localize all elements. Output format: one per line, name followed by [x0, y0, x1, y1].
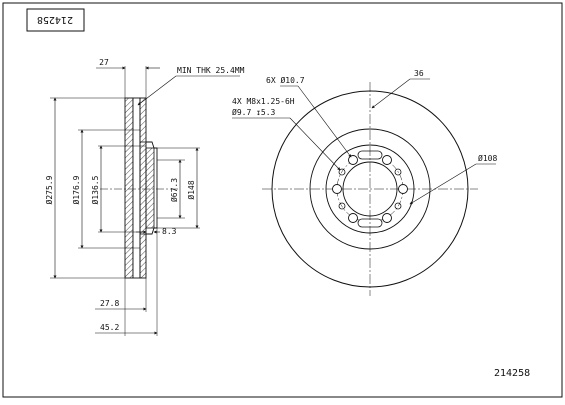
threaded-hole [394, 168, 402, 176]
hub-wall [145, 147, 155, 229]
label-d148: Ø148 [186, 180, 196, 199]
stud-hole [382, 155, 392, 165]
label-27-8: 27.8 [100, 299, 119, 308]
label-d136: Ø136.5 [90, 175, 100, 204]
stud-hole [348, 155, 358, 165]
label-d67: Ø67.3 [169, 178, 179, 202]
label-d176: Ø176.9 [71, 175, 81, 204]
label-45-2: 45.2 [100, 323, 119, 332]
threaded-hole [394, 202, 402, 210]
hub-outline [146, 141, 158, 235]
label-8-3: 8.3 [162, 227, 177, 236]
stud-hole [332, 184, 342, 194]
label-27: 27 [99, 58, 109, 67]
label-d275: Ø275.9 [44, 175, 54, 204]
front-view: 6X Ø10.7 4X M8x1.25-6H Ø9.7 ↧5.3 36 Ø108 [232, 69, 497, 296]
inner-plate [132, 97, 141, 279]
stud-hole [348, 213, 358, 223]
part-number-top: 214258 [37, 14, 73, 25]
threaded-holes [338, 168, 402, 210]
label-counterbore: Ø9.7 ↧5.3 [232, 107, 276, 117]
threaded-hole [338, 168, 346, 176]
side-section-view: Ø275.9 Ø176.9 Ø136.5 Ø67.3 Ø148 27 MIN T… [44, 58, 245, 336]
threaded-hole [338, 202, 346, 210]
stud-holes [332, 155, 408, 223]
sheet-border [2, 2, 563, 398]
label-36: 36 [414, 69, 424, 78]
label-holes-6x: 6X Ø10.7 [266, 75, 305, 85]
stud-hole [398, 184, 408, 194]
outer-plate [124, 97, 134, 279]
label-d108: Ø108 [478, 153, 497, 163]
label-holes-4x: 4X M8x1.25-6H [232, 97, 295, 106]
label-min-thk: MIN THK 25.4MM [177, 66, 245, 75]
stud-hole [382, 213, 392, 223]
inner-plate-hatch [139, 97, 147, 279]
part-number-bottom: 214258 [494, 368, 530, 379]
part-number-box-top: 214258 [26, 8, 85, 32]
